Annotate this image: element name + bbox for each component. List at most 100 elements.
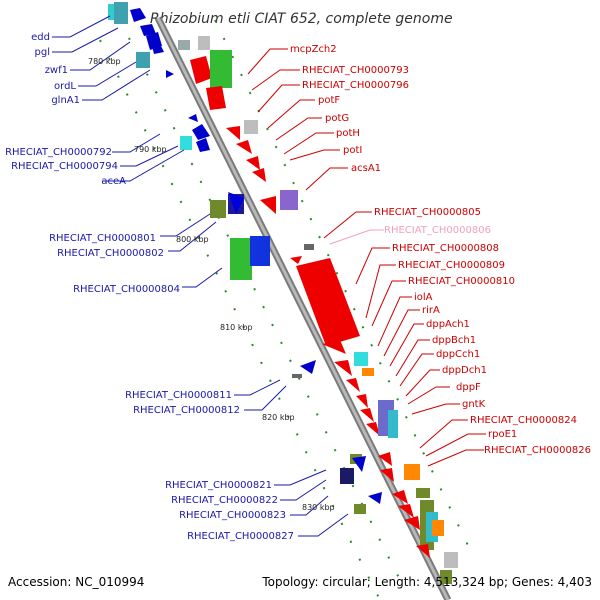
gene-label: dppAch1 bbox=[426, 319, 470, 330]
feature-arrow bbox=[392, 490, 408, 504]
gene-label: RHECIAT_CH0000806 bbox=[384, 225, 491, 236]
gene-label: pgl bbox=[35, 47, 50, 58]
feature-arrow bbox=[252, 168, 266, 182]
feature-block bbox=[432, 520, 444, 536]
tick-label: 790 kbp bbox=[134, 145, 167, 154]
feature-arrow bbox=[380, 468, 394, 482]
gene-label: RHECIAT_CH0000821 bbox=[165, 480, 272, 491]
map-title: Rhizobium etli CIAT 652, complete genome bbox=[150, 11, 453, 27]
feature-block bbox=[210, 50, 232, 88]
feature-arrow bbox=[206, 86, 226, 110]
gene-label: glnA1 bbox=[51, 95, 80, 106]
gene-label: RHECIAT_CH0000808 bbox=[392, 243, 499, 254]
feature-block bbox=[388, 410, 398, 438]
gene-label: rpoE1 bbox=[488, 429, 517, 440]
feature-arrow bbox=[190, 56, 212, 84]
feature-arrow bbox=[130, 8, 146, 22]
feature-block bbox=[354, 504, 366, 514]
feature-block bbox=[230, 238, 252, 280]
feature-arrow bbox=[188, 114, 198, 122]
tick-label: 800 kbp bbox=[176, 235, 209, 244]
feature-arrow bbox=[346, 378, 360, 392]
feature-block bbox=[444, 552, 458, 568]
gene-label: zwf1 bbox=[45, 65, 68, 76]
feature-block bbox=[244, 120, 258, 134]
feature-arrow bbox=[378, 452, 392, 466]
gene-label: dppDch1 bbox=[442, 365, 487, 376]
gene-label: RHECIAT_CH0000822 bbox=[171, 495, 278, 506]
right-gene-labels: mcpZch2 RHECIAT_CH0000793 RHECIAT_CH0000… bbox=[290, 44, 591, 456]
feature-arrow bbox=[356, 394, 368, 408]
tick-label: 780 kbp bbox=[88, 57, 121, 66]
feature-arrow bbox=[352, 456, 366, 472]
feature-arrow bbox=[368, 492, 382, 504]
gene-label: RHECIAT_CH0000805 bbox=[374, 207, 481, 218]
gene-label: potI bbox=[343, 145, 362, 156]
backbone bbox=[154, 16, 452, 600]
tick-labels: 780 kbp 790 kbp 800 kbp 810 kbp 820 kbp … bbox=[88, 57, 335, 512]
feature-block bbox=[280, 190, 298, 210]
gene-label: RHECIAT_CH0000812 bbox=[133, 405, 240, 416]
feature-arrow bbox=[416, 544, 430, 558]
feature-block bbox=[340, 468, 354, 484]
right-features bbox=[178, 36, 458, 584]
tick-label: 820 kbp bbox=[262, 413, 295, 422]
gene-label: gntK bbox=[462, 399, 486, 410]
feature-block bbox=[250, 236, 270, 266]
gene-label: RHECIAT_CH0000804 bbox=[73, 284, 180, 295]
gene-label: iolA bbox=[414, 292, 433, 303]
gene-label: RHECIAT_CH0000811 bbox=[125, 390, 232, 401]
gene-label: dppF bbox=[456, 382, 481, 393]
gene-label: RHECIAT_CH0000794 bbox=[11, 161, 118, 172]
feature-arrow bbox=[398, 504, 414, 518]
gene-label: aceA bbox=[101, 176, 126, 187]
feature-arrow bbox=[192, 124, 210, 140]
tick-label: 810 kbp bbox=[220, 323, 253, 332]
feature-block bbox=[198, 36, 210, 50]
gene-label: RHECIAT_CH0000824 bbox=[470, 415, 577, 426]
track-dashes bbox=[99, 19, 476, 600]
feature-arrow bbox=[228, 192, 244, 214]
feature-arrow bbox=[166, 70, 174, 78]
gene-label: potG bbox=[325, 113, 349, 124]
gene-label: potF bbox=[318, 95, 340, 106]
feature-arrow bbox=[196, 138, 210, 152]
feature-arrow bbox=[322, 340, 346, 354]
accession-text: Accession: NC_010994 bbox=[8, 575, 144, 589]
feature-block bbox=[404, 464, 420, 480]
faded-leader bbox=[329, 229, 384, 245]
feature-block bbox=[178, 40, 190, 50]
feature-arrow bbox=[290, 256, 302, 264]
gene-label: RHECIAT_CH0000793 bbox=[302, 65, 409, 76]
feature-block bbox=[108, 4, 118, 20]
gene-label: RHECIAT_CH0000801 bbox=[49, 233, 156, 244]
feature-arrow bbox=[360, 408, 374, 422]
gene-label: RHECIAT_CH0000802 bbox=[57, 248, 164, 259]
gene-label: rirA bbox=[422, 305, 440, 316]
feature-arrow bbox=[296, 258, 360, 346]
gene-label: RHECIAT_CH0000827 bbox=[187, 531, 294, 542]
feature-block bbox=[362, 368, 374, 376]
gene-label: dppCch1 bbox=[436, 349, 480, 360]
feature-block bbox=[416, 488, 430, 498]
left-features bbox=[108, 2, 382, 514]
gene-label: RHECIAT_CH0000826 bbox=[484, 445, 591, 456]
feature-block bbox=[210, 200, 226, 218]
feature-block bbox=[354, 352, 368, 366]
feature-block bbox=[136, 52, 150, 68]
feature-arrow bbox=[366, 422, 380, 436]
tick-label: 830 kbp bbox=[302, 503, 335, 512]
feature-block bbox=[304, 244, 314, 250]
gene-label: acsA1 bbox=[351, 163, 381, 174]
feature-arrow bbox=[300, 360, 316, 374]
gene-label: RHECIAT_CH0000796 bbox=[302, 80, 409, 91]
left-gene-labels: edd pgl zwf1 ordL glnA1 RHECIAT_CH000079… bbox=[5, 32, 294, 542]
feature-block bbox=[180, 136, 192, 150]
feature-arrow bbox=[236, 140, 252, 154]
feature-arrow bbox=[260, 196, 276, 214]
feature-arrow bbox=[152, 44, 164, 54]
gene-label: RHECIAT_CH0000809 bbox=[398, 260, 505, 271]
left-leaders bbox=[52, 15, 349, 537]
feature-arrow bbox=[404, 516, 420, 530]
gene-label: edd bbox=[31, 32, 50, 43]
